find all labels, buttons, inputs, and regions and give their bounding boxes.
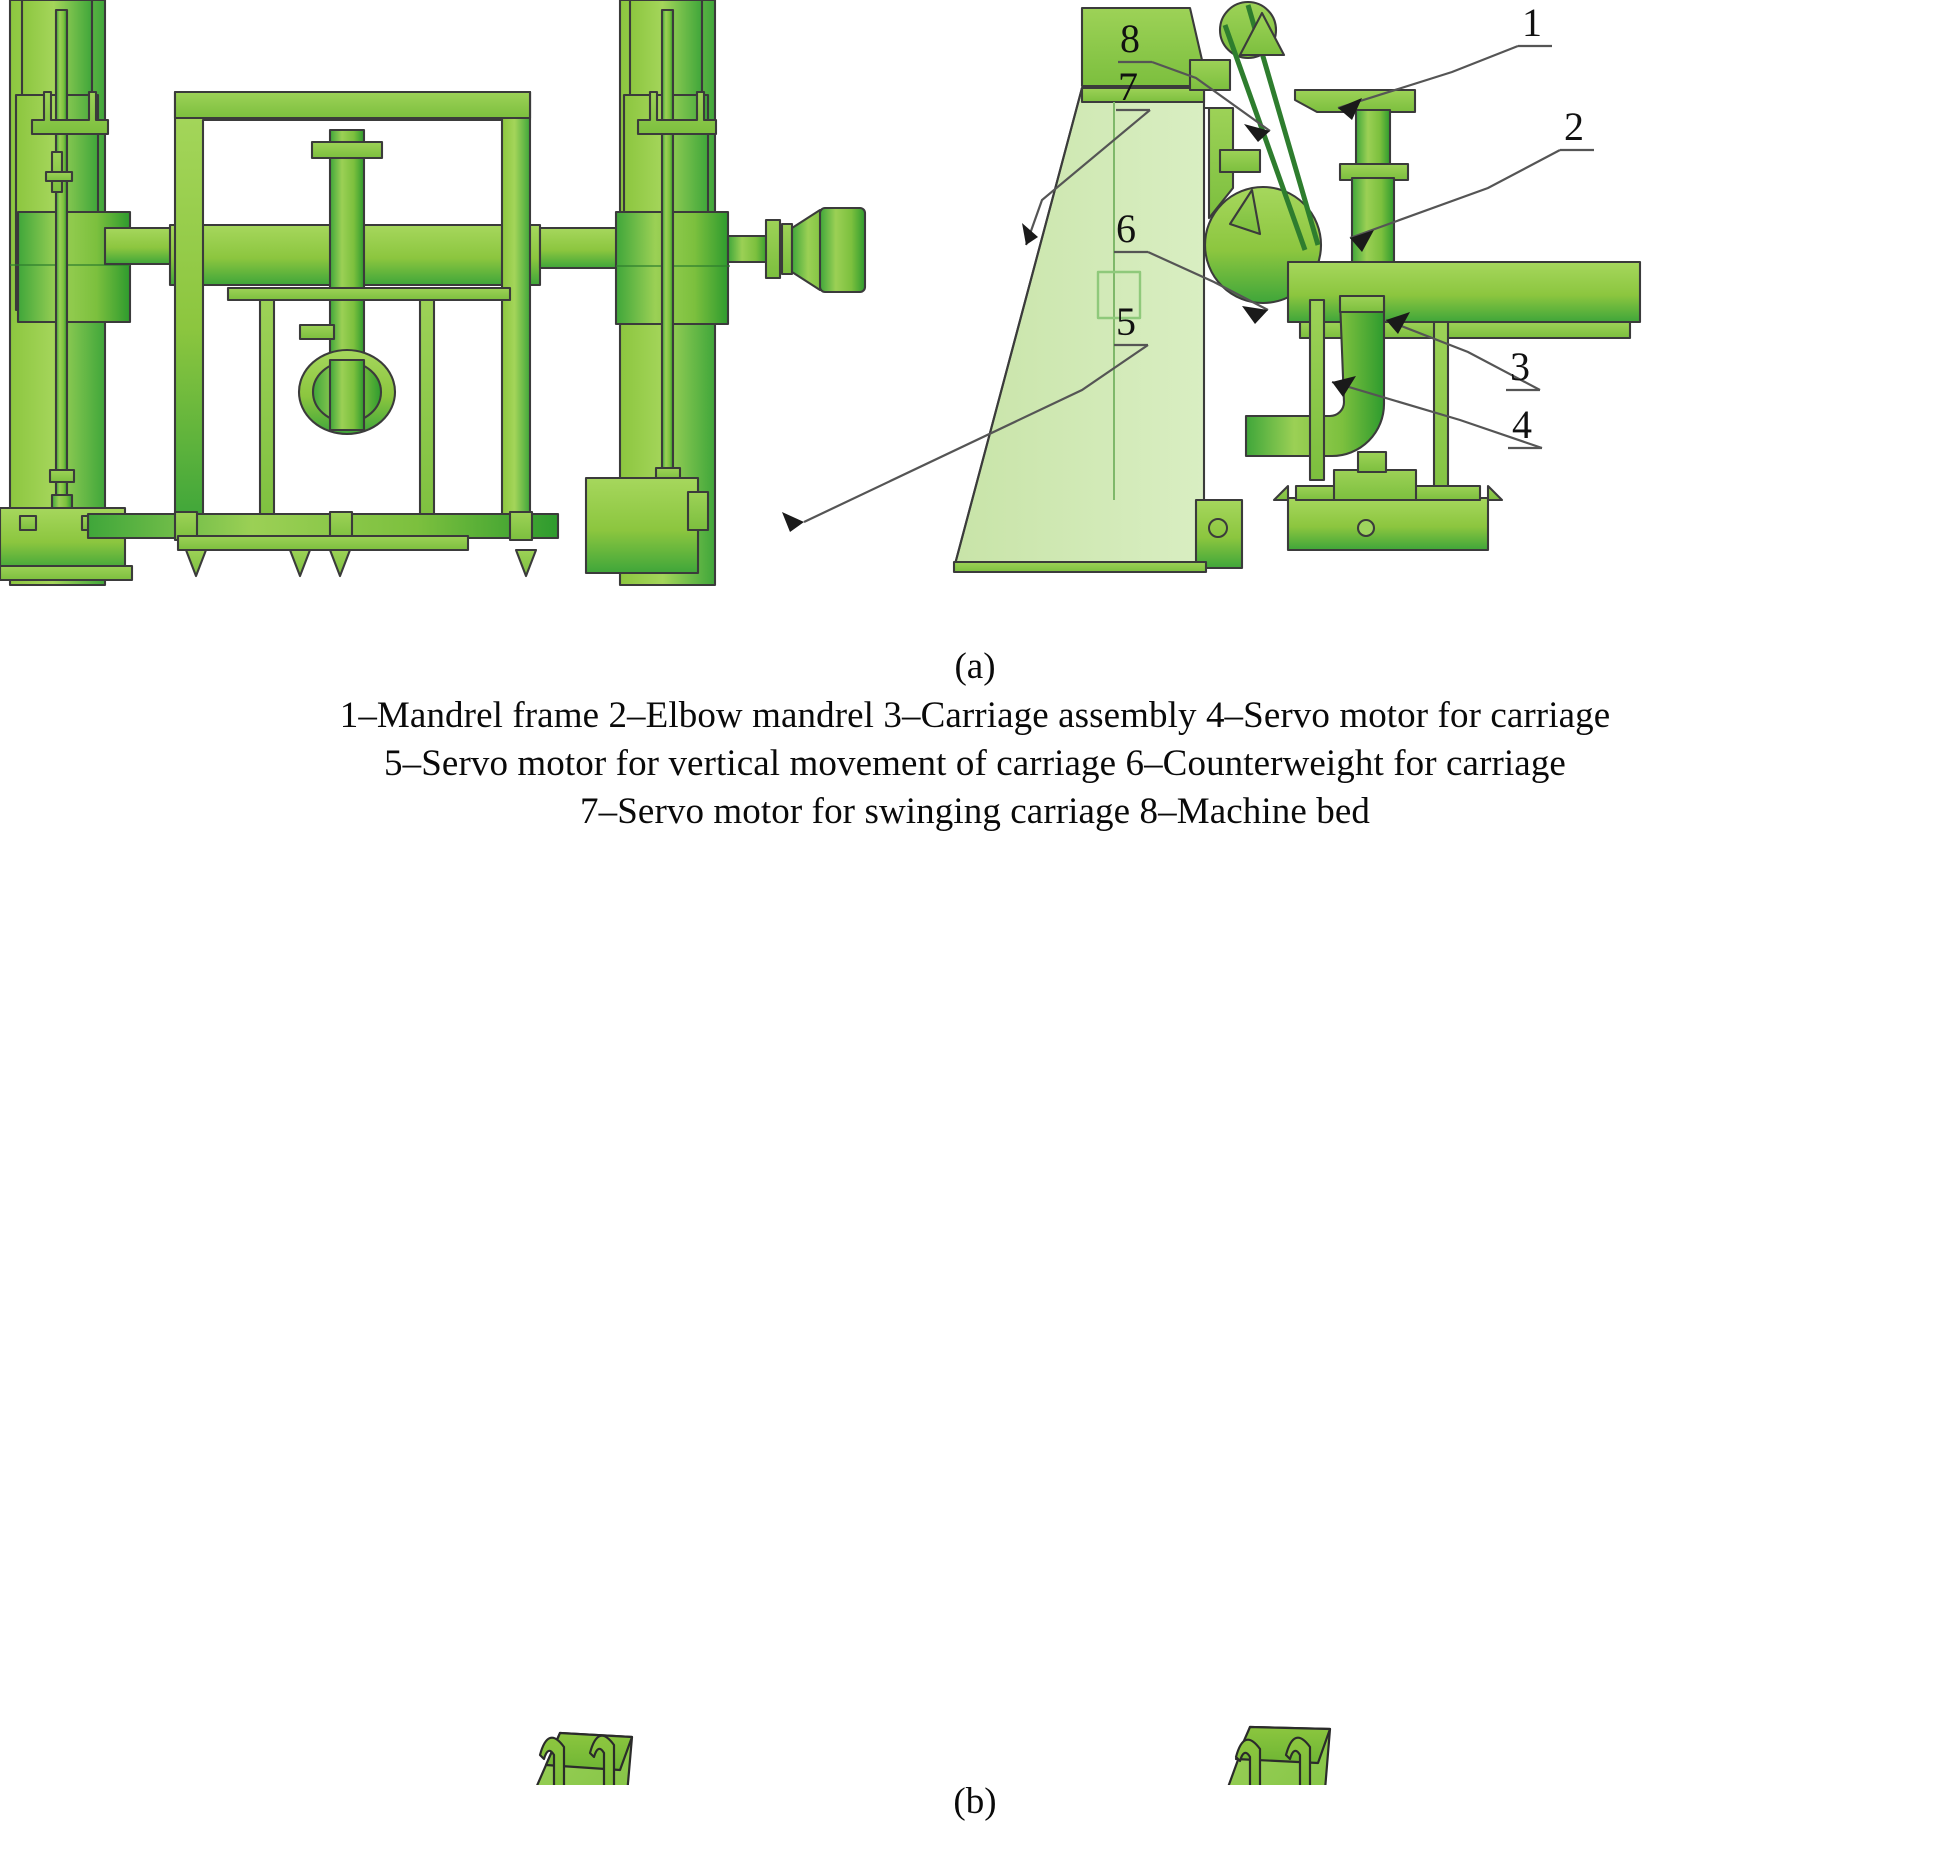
left-orthographic-view	[0, 0, 1642, 587]
bed-foot-block	[1194, 498, 1244, 570]
callout-number-6: 6	[1116, 206, 1136, 251]
triangular-arm	[1228, 188, 1262, 236]
servo-motor-vertical-box	[584, 476, 700, 575]
callout-underlines	[1114, 44, 1594, 450]
leader-6	[1147, 250, 1269, 311]
motor7-flange-b	[780, 222, 794, 276]
callout-number-3: 3	[1510, 344, 1530, 389]
left-rod-collar-a	[48, 468, 76, 484]
callout-leaders	[803, 44, 1561, 523]
mandrel-frame-top	[173, 90, 532, 120]
carriage-base-block	[1286, 496, 1490, 552]
bed-foot-bolt	[1208, 518, 1228, 538]
counterweight-box	[1096, 270, 1142, 320]
callout-number-2: 2	[1564, 104, 1584, 149]
servo-motor-carriage-cap	[1356, 450, 1388, 474]
lower-cross-plate	[176, 534, 470, 552]
callout-number-5: 5	[1116, 299, 1136, 344]
leader-2	[1349, 149, 1561, 240]
lower-tie-shaft	[86, 512, 560, 540]
table-support-right	[418, 298, 436, 538]
leader-7	[1024, 109, 1151, 246]
leader-3	[1385, 318, 1541, 391]
base-chamfer-left	[1272, 484, 1290, 502]
lower-cone-a	[184, 548, 208, 578]
motor7-flange-a	[764, 218, 782, 280]
panel-b-drawing	[536, 1725, 1332, 1785]
left-small-collar	[44, 170, 74, 183]
tie-shaft-collar-c	[508, 510, 534, 542]
belt-strand-a	[1222, 24, 1308, 251]
elbow-mandrel-body	[1350, 176, 1396, 266]
left-foot-boss-a	[18, 514, 38, 532]
bracket-lug	[1218, 148, 1262, 174]
machine-bed-top-edge	[1080, 86, 1206, 104]
leader-1	[1337, 44, 1519, 110]
caption-line-2: 5–Servo motor for vertical movement of c…	[384, 743, 1566, 784]
panel-a-label: (a)	[954, 646, 996, 687]
right-inner-rod	[660, 8, 675, 532]
pipe-top-collar	[1338, 294, 1386, 314]
left-clamp-bracket	[30, 90, 110, 136]
servo-motor-carriage-body	[1332, 468, 1418, 502]
lower-cone-c	[328, 548, 352, 578]
lower-cone-d	[514, 548, 538, 578]
callout-number-4: 4	[1512, 402, 1532, 447]
servo-motor-vertical-shaft	[686, 490, 710, 532]
table-support-left	[258, 298, 276, 538]
spindle-side-boss	[298, 323, 336, 341]
pulley-tensioner	[1238, 11, 1286, 57]
iso-hook-d	[1284, 1736, 1312, 1785]
callout-number-1: 1	[1522, 0, 1542, 45]
u-shaped-pipe	[1244, 298, 1386, 458]
motor7-shaft	[726, 234, 770, 264]
bed-bottom-edge	[952, 560, 1208, 574]
base-chamfer-right	[1486, 484, 1504, 502]
spindle-lower	[328, 358, 366, 432]
pipe-side-rail	[1308, 298, 1326, 482]
servo-motor-swing-body	[818, 206, 867, 294]
isometric-machine	[536, 1725, 1332, 1785]
base-bolt	[1356, 518, 1376, 538]
leader-5	[803, 344, 1149, 523]
leader-4	[1331, 380, 1543, 450]
callout-arrowheads	[782, 98, 1410, 532]
panel-b-label: (b)	[953, 1781, 997, 1822]
iso-hook-a	[538, 1736, 566, 1785]
left-base-plate	[0, 564, 134, 582]
callout-number-8: 8	[1120, 16, 1140, 61]
iso-hook-b	[588, 1734, 616, 1785]
machine-bed-body	[952, 86, 1206, 570]
lower-cone-b	[288, 548, 312, 578]
caption-line-3: 7–Servo motor for swinging carriage 8–Ma…	[580, 791, 1370, 832]
rotary-table-plate	[226, 286, 512, 302]
bed-wedge-ledge	[1188, 58, 1232, 92]
mandrel-upper-stem	[1354, 108, 1392, 170]
iso-hook-c	[1234, 1738, 1262, 1785]
panel-a-drawing: 8 7 6 5 1 2 3 4	[0, 0, 1642, 587]
callout-number-7: 7	[1118, 64, 1138, 109]
caption-line-1: 1–Mandrel frame 2–Elbow mandrel 3–Carria…	[339, 695, 1611, 736]
leader-8	[1151, 60, 1271, 132]
spindle-flange-top	[310, 140, 384, 160]
mandrel-frame-right-leg	[500, 90, 532, 522]
left-inner-rod	[54, 8, 69, 532]
right-clamp-bracket	[636, 90, 718, 136]
